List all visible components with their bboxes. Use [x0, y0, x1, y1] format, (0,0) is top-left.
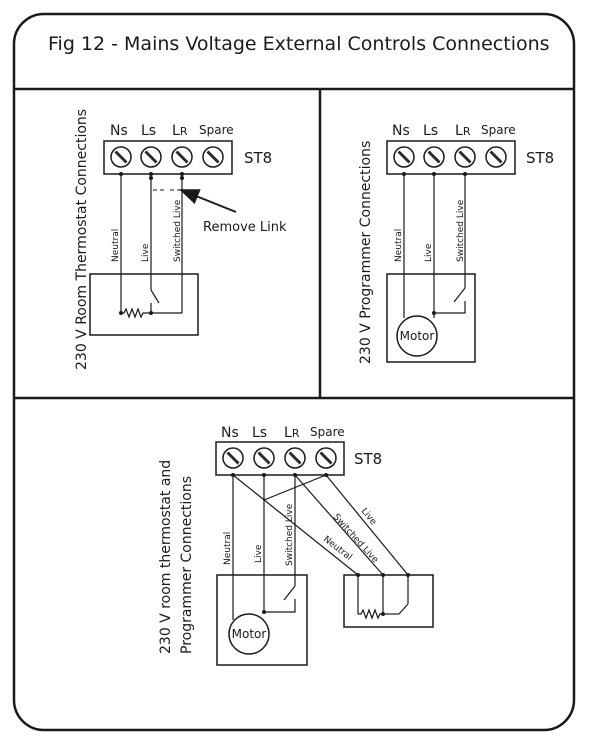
wire-label-neutral: Neutral: [223, 532, 233, 565]
thermostat-box: [343, 574, 434, 628]
terminal-screw-ns: [110, 146, 132, 168]
terminal-screw-ls: [423, 146, 445, 168]
terminal-screw-spare: [315, 447, 337, 469]
terminal-label-ls: Ls: [423, 123, 438, 139]
remove-link-arrow: [179, 189, 237, 213]
panel2-side-label: 230 V Programmer Connections: [358, 141, 374, 364]
panel3-side-label-line1: 230 V room thermostat and: [158, 460, 174, 654]
terminal-label-spare: Spare: [199, 123, 234, 137]
motor-label: Motor: [400, 329, 435, 343]
terminal-screw-ls: [253, 447, 275, 469]
figure-title: Fig 12 - Mains Voltage External Controls…: [48, 33, 550, 55]
terminal-screw-lr: [284, 447, 306, 469]
thermostat-resistor: [121, 307, 182, 319]
motor-symbol: [228, 613, 270, 655]
programmer-box: [216, 574, 308, 666]
terminal-screw-ns: [222, 447, 244, 469]
terminal-label-lr: LR: [172, 123, 188, 139]
panel3-side-label-line2: Programmer Connections: [179, 476, 195, 654]
terminal-screw-ns: [393, 146, 415, 168]
wire-label-neutral: Neutral: [394, 229, 404, 262]
block-label-st8: ST8: [354, 450, 382, 468]
motor-label: Motor: [232, 627, 267, 641]
removable-link: [150, 178, 182, 191]
wire-label-live: Live: [141, 243, 151, 262]
terminal-label-ls: Ls: [252, 425, 267, 441]
terminal-label-spare: Spare: [310, 425, 345, 439]
terminal-screw-ls: [140, 146, 162, 168]
terminal-label-ns: Ns: [221, 425, 239, 441]
terminal-label-ls: Ls: [141, 123, 156, 139]
outer-frame: [12, 12, 576, 732]
terminal-screw-lr: [454, 146, 476, 168]
thermostat-box: [89, 273, 199, 336]
block-label-st8: ST8: [244, 149, 272, 167]
panel1-side-label: 230 V Room Thermostat Connections: [74, 109, 90, 370]
wire-label-switched-live: Switched Live: [456, 199, 466, 262]
wire-label-live: Live: [254, 544, 264, 563]
panel-room-thermostat: 230 V Room Thermostat Connections Ns Ls …: [74, 109, 287, 370]
terminal-screw-spare: [202, 146, 224, 168]
diag-wire-live: [325, 474, 409, 576]
diag-wire-switched-live: [294, 474, 384, 576]
programmer-box: [386, 273, 476, 363]
wire-label-switched-live: Switched Live: [173, 199, 183, 262]
terminal-label-ns: Ns: [392, 123, 410, 139]
terminal-screw-lr: [171, 146, 193, 168]
thermostat-switch: [150, 289, 160, 304]
panel-programmer: 230 V Programmer Connections Ns Ls LR Sp…: [358, 123, 554, 364]
thermostat-resistor: [358, 608, 383, 620]
panel-thermostat-and-programmer: 230 V room thermostat and Programmer Con…: [158, 425, 434, 666]
programmer-switch: [453, 287, 466, 303]
thermostat-switch: [398, 603, 409, 615]
terminal-label-ns: Ns: [110, 123, 128, 139]
diag-wire-neutral: [232, 474, 359, 576]
wire-label-neutral: Neutral: [111, 229, 121, 262]
remove-link-label: Remove Link: [203, 220, 287, 235]
motor-symbol: [396, 315, 438, 357]
terminal-label-lr: LR: [455, 123, 471, 139]
programmer-switch: [283, 585, 296, 601]
terminal-label-spare: Spare: [481, 123, 516, 137]
diag-label-live: Live: [359, 507, 379, 528]
wire-label-live: Live: [424, 243, 434, 262]
block-label-st8: ST8: [526, 149, 554, 167]
wire-label-switched-live: Switched Live: [285, 503, 295, 566]
terminal-screw-spare: [485, 146, 507, 168]
terminal-label-lr: LR: [284, 425, 300, 441]
